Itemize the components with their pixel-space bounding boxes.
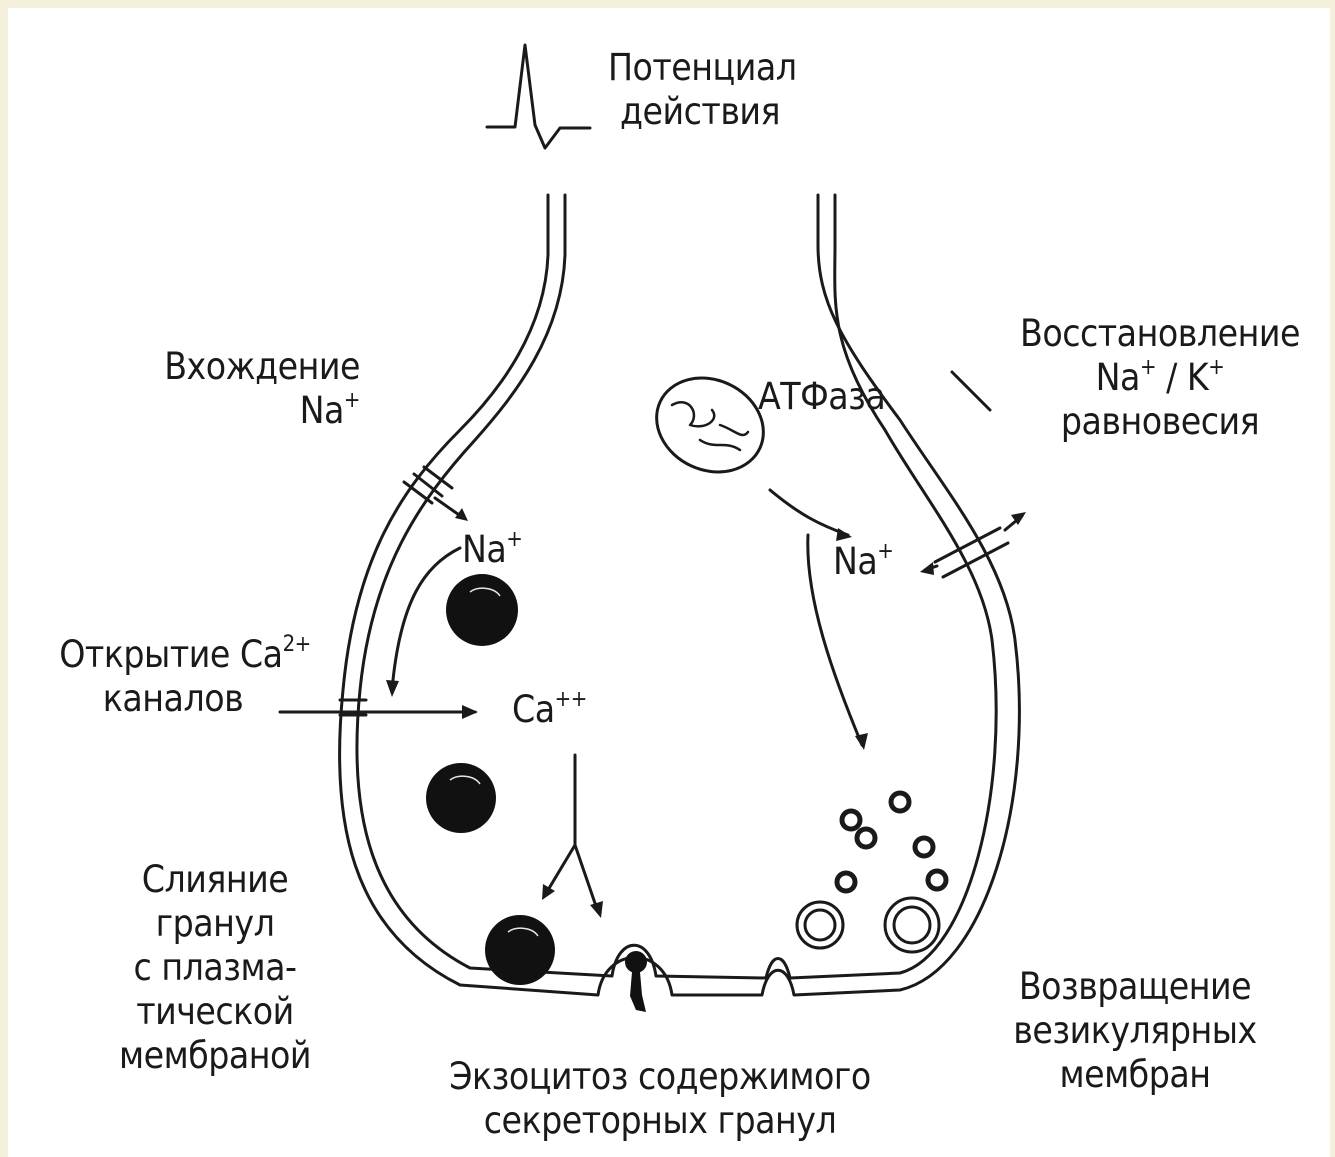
label-line: Восстановление [990, 312, 1330, 356]
label-vesicle-recycling: Возвращение везикулярных мембран [990, 965, 1280, 1097]
arrowhead-ca [462, 705, 478, 719]
membrane-inner [357, 195, 996, 978]
vesicle-small [928, 871, 946, 889]
label-atpase: АТФаза [758, 375, 885, 419]
vesicle-small [915, 838, 933, 856]
label-line: Na+ [140, 389, 360, 433]
label-line: Вхождение [140, 345, 360, 389]
label-ca-channel-open: Открытие Ca2+ каналов [40, 633, 330, 721]
label-line: Слияние [95, 858, 335, 902]
granule-1 [446, 574, 518, 646]
vesicle-small [837, 873, 855, 891]
label-line: каналов [40, 677, 330, 721]
label-line: Na+ / K+ [990, 356, 1330, 400]
label-line: тической [95, 990, 335, 1034]
arrowhead-ca-right [590, 901, 603, 918]
arrow-ca-branch [545, 755, 598, 912]
label-line: Потенциал [608, 46, 797, 90]
granule-3 [485, 915, 555, 985]
arrow-atp-to-na [770, 490, 848, 535]
label-restore-balance: Восстановление Na+ / K+ равновесия [990, 312, 1330, 444]
label-line: Возвращение [990, 965, 1280, 1009]
vesicle-small [857, 829, 875, 847]
vesicle-small [842, 811, 860, 829]
label-line: гранул [95, 902, 335, 946]
action-potential-trace [487, 45, 590, 148]
exocytosis-granule [625, 951, 647, 1012]
label-ca-ion: Ca++ [512, 688, 587, 732]
arrowhead-na-pump [920, 562, 934, 575]
label-line: равновесия [990, 400, 1330, 444]
label-line: действия [608, 90, 797, 134]
label-na-entry: Вхождение Na+ [140, 345, 360, 433]
label-line: с плазма- [95, 946, 335, 990]
label-line: Открытие Ca2+ [40, 633, 330, 677]
granule-2 [426, 763, 496, 833]
label-line: секреторных гранул [400, 1099, 920, 1143]
label-line: везикулярных [990, 1009, 1280, 1053]
label-granule-fusion: Слияние гранул с плазма- тической мембра… [95, 858, 335, 1078]
na-k-pump [935, 528, 1008, 577]
label-action-potential: Потенциал действия [608, 46, 797, 134]
label-line: Экзоцитоз содержимого [400, 1055, 920, 1099]
label-na-left: Na+ [462, 528, 522, 572]
vesicle-small [891, 793, 909, 811]
label-na-right: Na+ [833, 540, 893, 584]
restore-tick [952, 372, 990, 410]
label-line: мембраной [95, 1034, 335, 1078]
membrane-outer [340, 195, 1020, 995]
arrowhead-na-down [386, 680, 399, 697]
label-exocytosis: Экзоцитоз содержимого секреторных гранул [400, 1055, 920, 1143]
label-line: мембран [990, 1053, 1280, 1097]
